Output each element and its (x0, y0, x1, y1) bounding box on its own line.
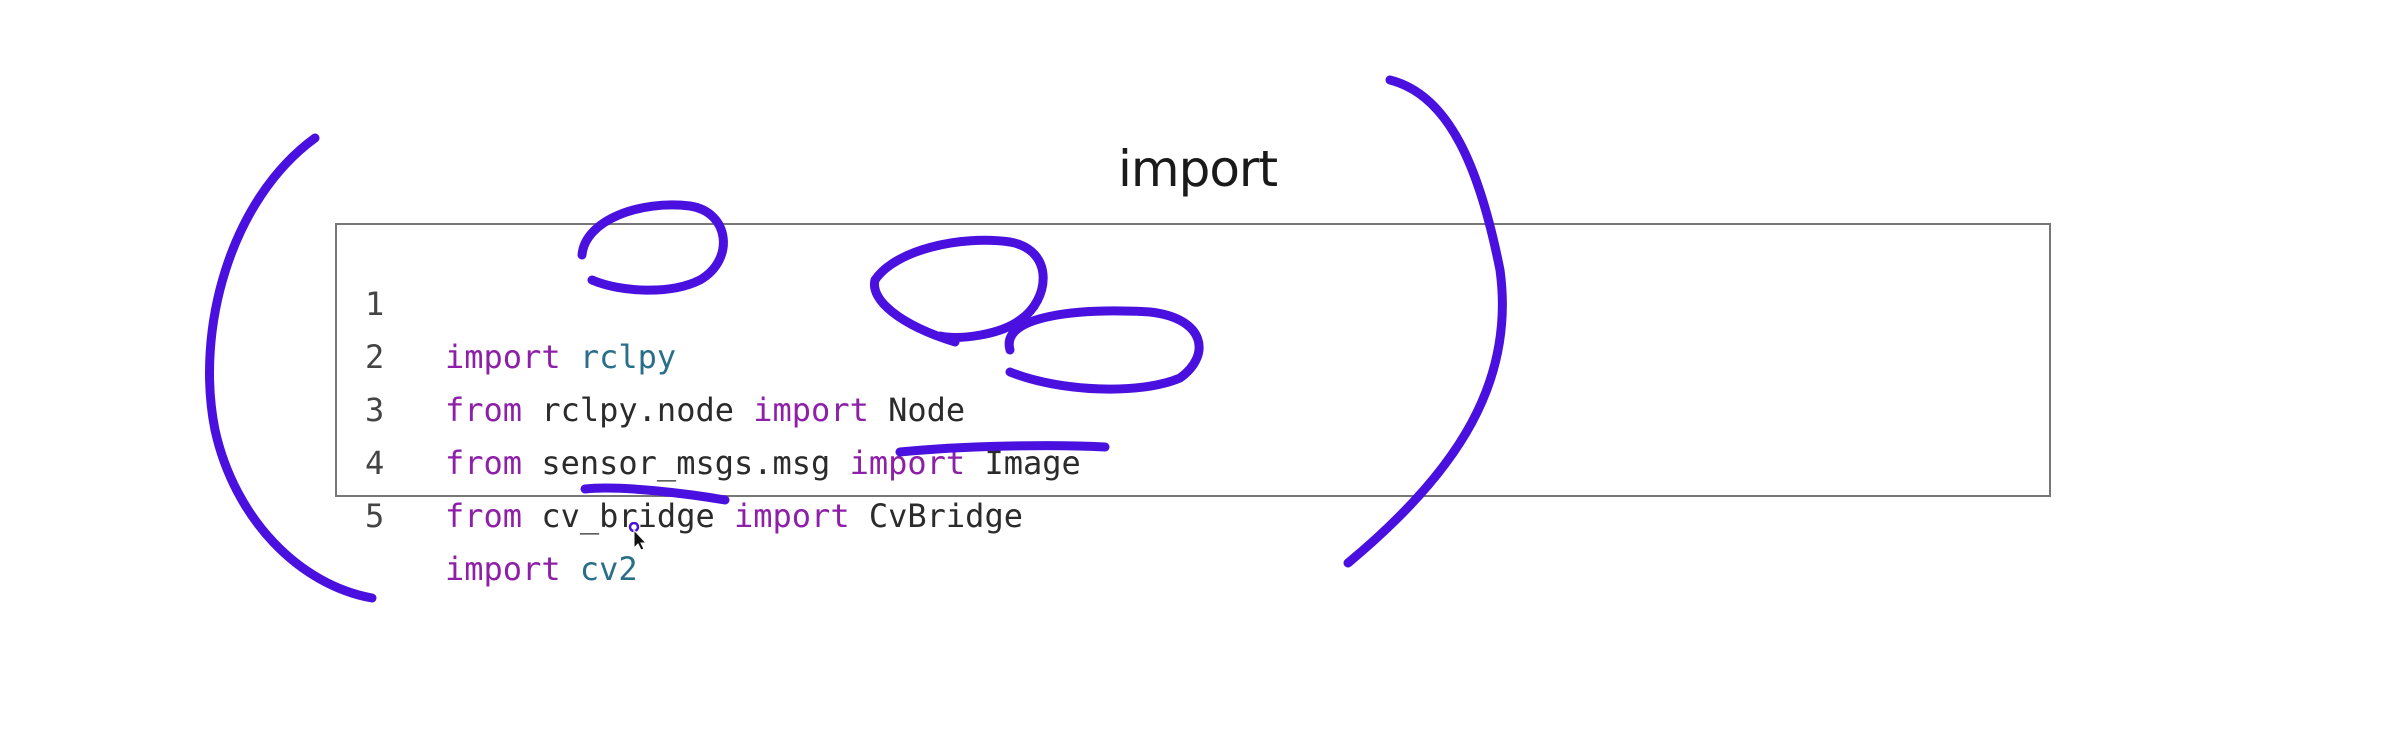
line-code: import rclpy (445, 331, 676, 384)
slide-title: import (1118, 140, 1278, 198)
code-token: CvBridge (849, 497, 1023, 535)
code-token-keyword: import (849, 444, 966, 482)
code-token: Image (965, 444, 1081, 482)
code-token (561, 338, 580, 376)
mouse-pointer-icon (628, 522, 648, 551)
line-code: from rclpy.node import Node (445, 384, 965, 437)
code-token-keyword: import (753, 391, 869, 429)
line-code: from cv_bridge import CvBridge (445, 490, 1023, 543)
code-line: 2 from rclpy.node import Node (337, 278, 965, 429)
line-number: 5 (365, 497, 385, 535)
line-code: import cv2 (445, 543, 638, 596)
code-token-module: cv2 (579, 550, 638, 588)
code-line: 5 import cv2 (337, 437, 638, 588)
code-token: sensor_msgs.msg (522, 444, 850, 482)
code-token: Node (868, 391, 966, 429)
code-token-module: rclpy (579, 338, 677, 376)
code-token: rclpy.node (522, 391, 754, 429)
code-token-keyword: from (445, 497, 523, 535)
code-line: 4 from cv_bridge import CvBridge (337, 384, 1023, 535)
line-code: from sensor_msgs.msg import Image (445, 437, 1081, 490)
code-token-keyword: import (445, 550, 561, 588)
code-token-keyword: import (733, 497, 850, 535)
code-line: 3 from sensor_msgs.msg import Image (337, 331, 1081, 482)
code-block: 1 import rclpy 2 from rclpy.node import … (335, 223, 2051, 588)
code-token-keyword: import (445, 338, 561, 376)
code-token (561, 550, 580, 588)
code-line: 1 import rclpy (337, 225, 676, 376)
code-token-keyword: from (445, 391, 523, 429)
code-token-keyword: from (445, 444, 523, 482)
